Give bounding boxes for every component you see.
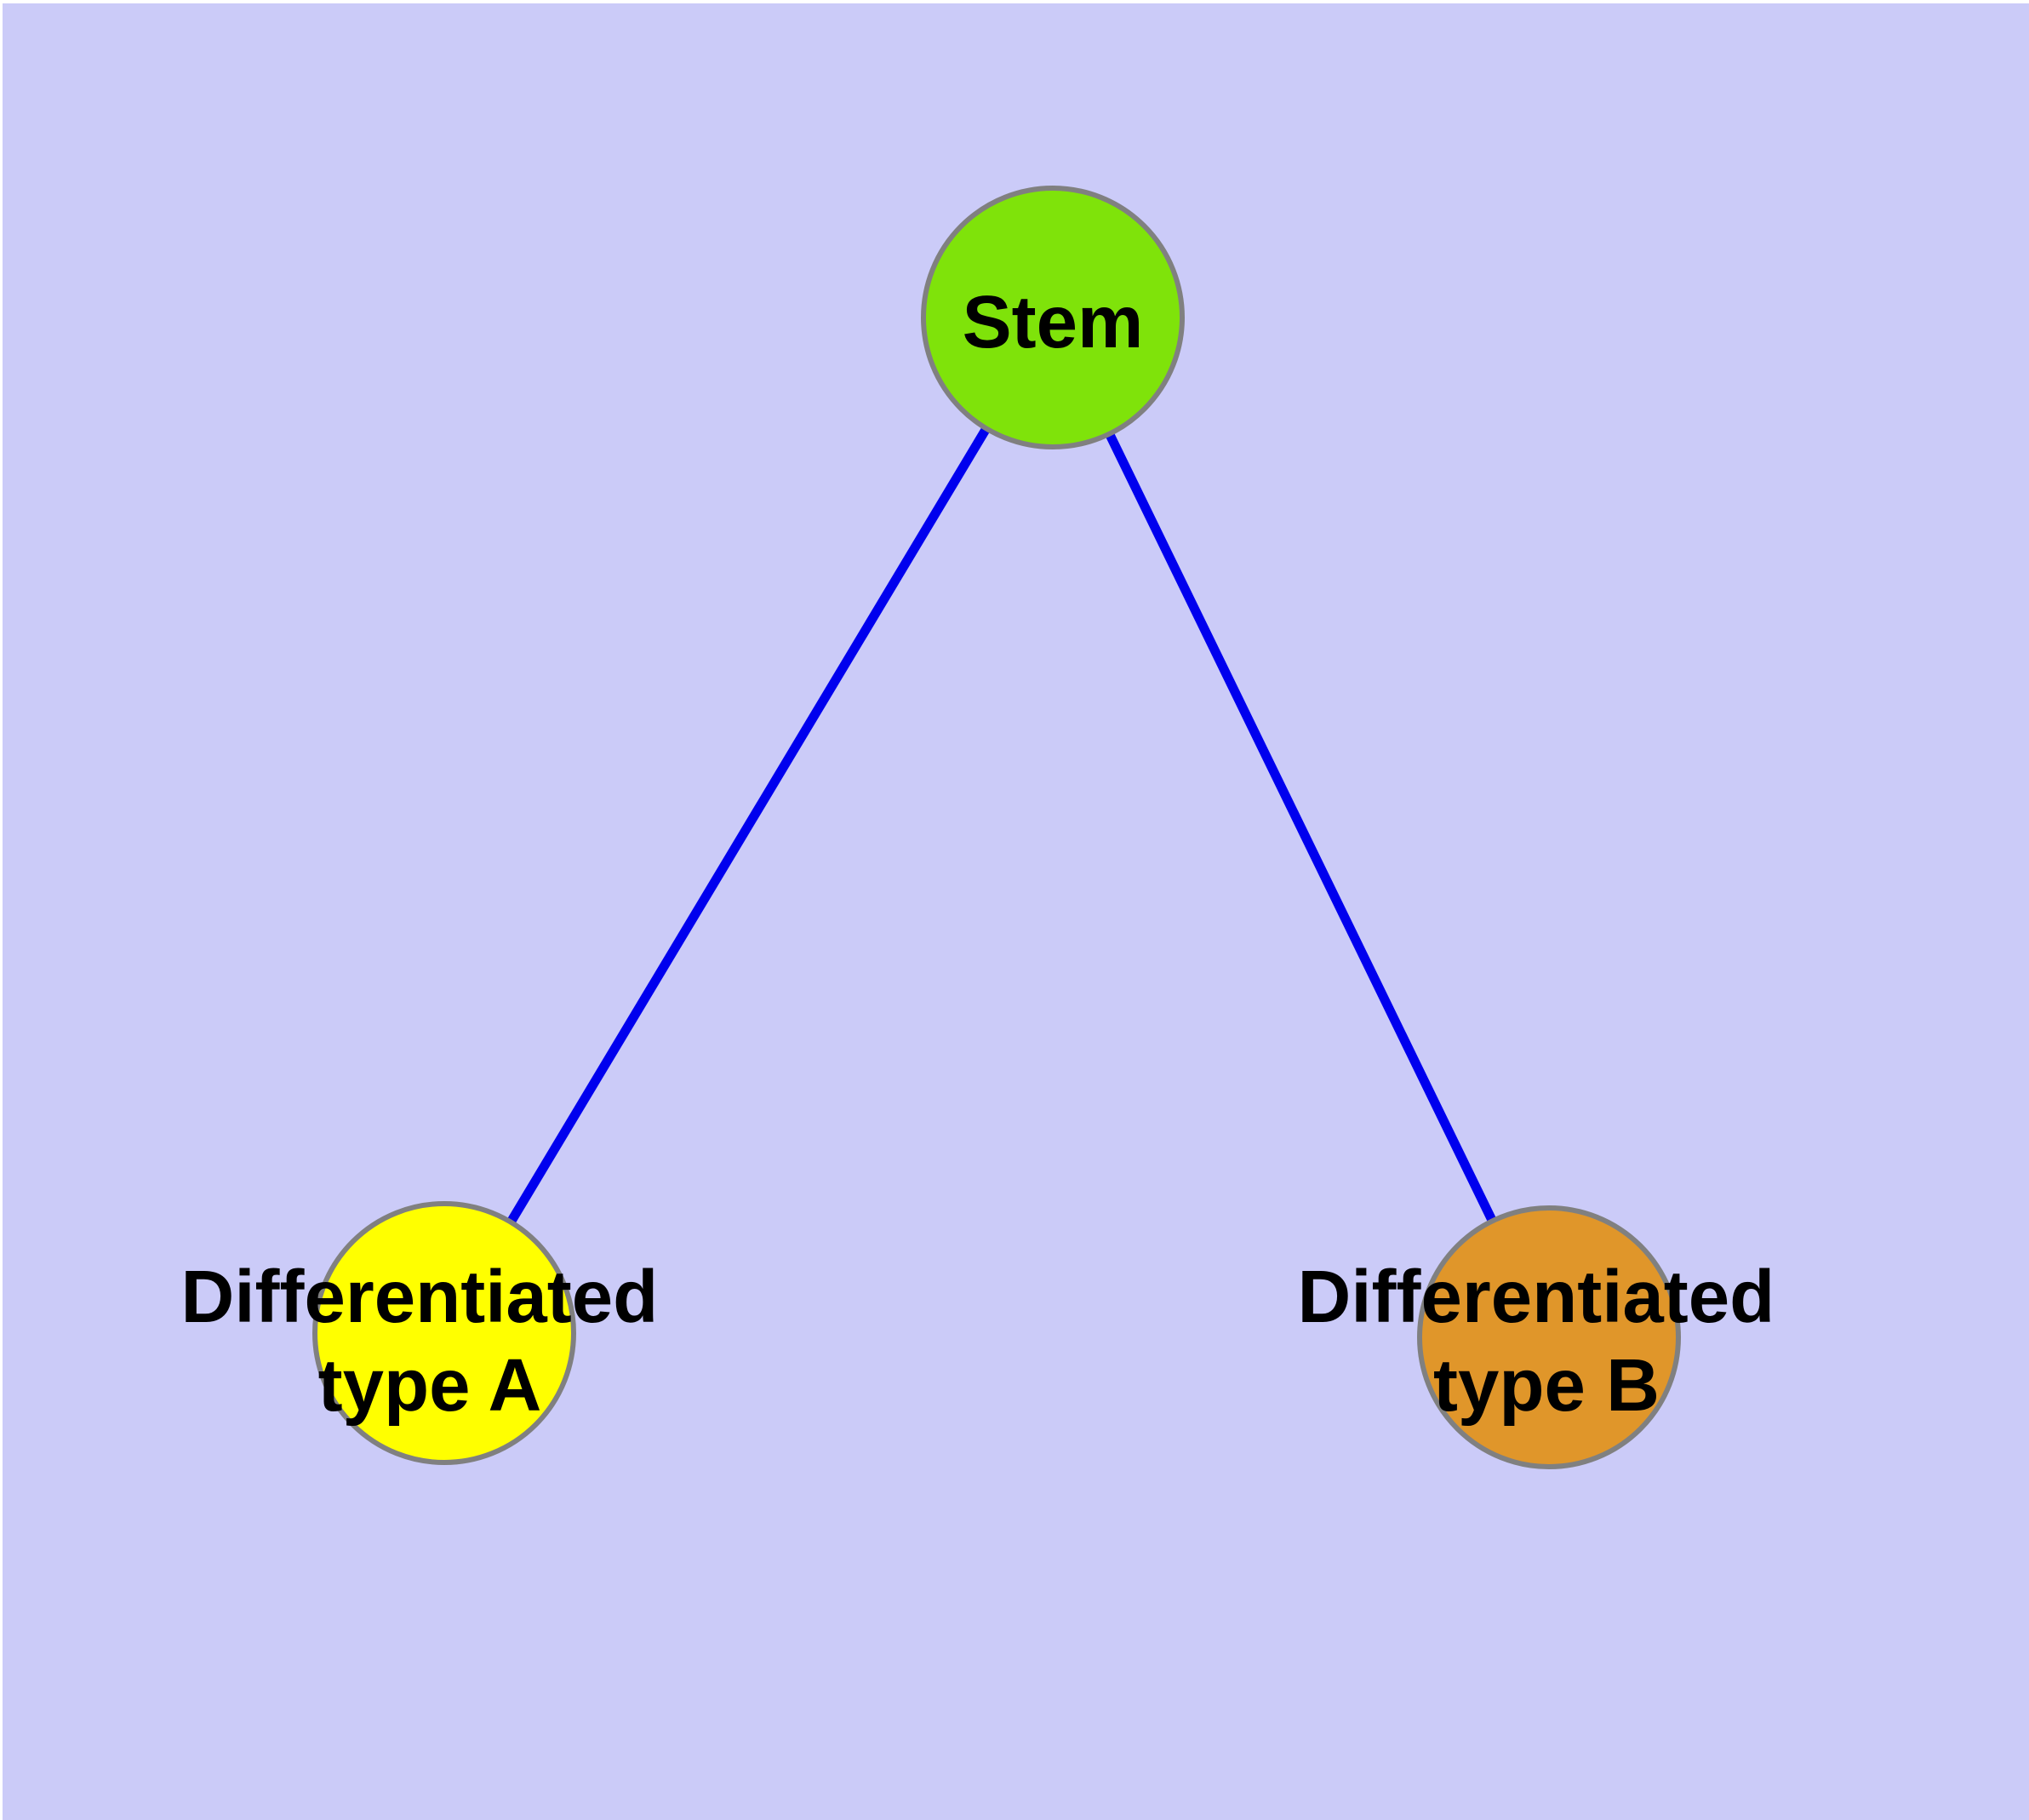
node-circle-differentiated-type-b	[1417, 1205, 1681, 1469]
node-label-stem-line1: Stem	[963, 281, 1144, 363]
node-circle-differentiated-type-a	[312, 1201, 576, 1465]
node-label-differentiated-type-a-line2: type A	[318, 1344, 542, 1427]
node-label-differentiated-type-a-line1: Differentiated	[181, 1256, 659, 1338]
node-label-differentiated-type-b: Differentiated type B	[1298, 1256, 1796, 1427]
node-label-differentiated-type-a: Differentiated type A	[181, 1256, 679, 1427]
edge-stem-to-type-a	[440, 315, 1057, 1336]
node-circle-stem	[921, 186, 1185, 449]
node-label-differentiated-type-b-line1: Differentiated	[1298, 1256, 1775, 1338]
node-label-stem: Stem	[963, 281, 1144, 363]
edge-stem-to-type-b	[1049, 315, 1553, 1340]
node-label-differentiated-type-b-line2: type B	[1433, 1344, 1660, 1427]
